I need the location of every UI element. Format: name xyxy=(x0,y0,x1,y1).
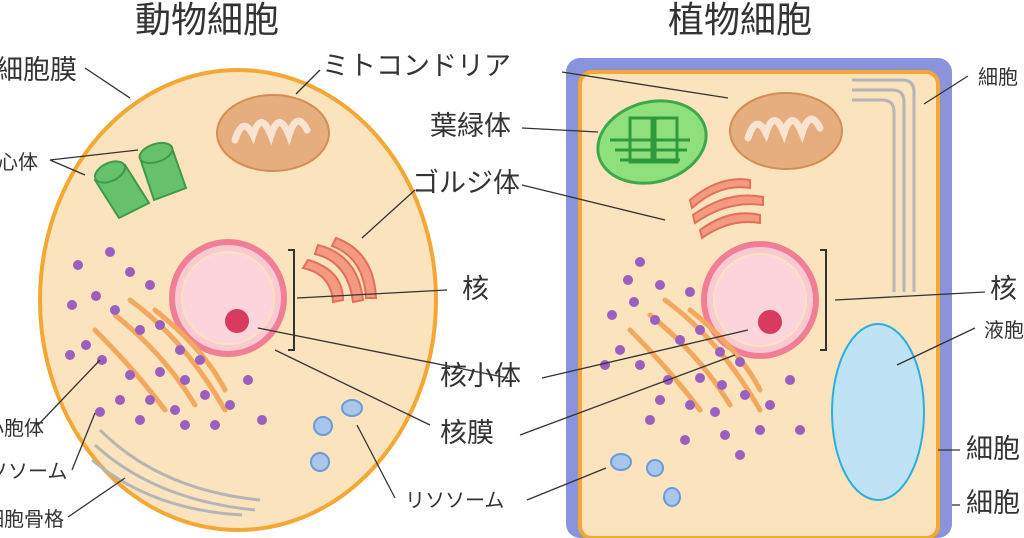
label-plant-bottom-2: 細胞 xyxy=(966,488,1020,519)
mitochondria-animal xyxy=(216,94,330,172)
label-lysosome: リソソーム xyxy=(405,488,505,512)
ribosome-dot xyxy=(155,367,165,377)
nucleus-plant xyxy=(701,241,819,359)
ribosome-dot xyxy=(95,407,105,417)
ribosome-dot xyxy=(125,370,135,380)
ribosomes-animal xyxy=(65,247,267,430)
ribosome-dot xyxy=(710,407,720,417)
ribosome-dot xyxy=(200,390,210,400)
ribosome-dot xyxy=(110,305,120,315)
ribosome-dot xyxy=(170,405,180,415)
title-plant-cell: 植物細胞 xyxy=(668,0,813,41)
ribosome-dot xyxy=(635,257,645,267)
ribosome-dot xyxy=(135,325,145,335)
ribosome-dot xyxy=(715,347,725,357)
ribosome-dot xyxy=(765,400,775,410)
ribosome-dot xyxy=(650,315,660,325)
centrosome xyxy=(93,141,188,220)
ribosome-dot xyxy=(755,425,765,435)
ribosome-dot xyxy=(720,430,730,440)
label-plant-nucleus: 核 xyxy=(990,274,1017,305)
ribosome-dot xyxy=(645,415,655,425)
ribosome-dot xyxy=(629,297,639,307)
lysosome-plant xyxy=(610,453,681,507)
ribosome-dot xyxy=(180,375,190,385)
ribosome-dot xyxy=(600,360,610,370)
label-nuclear-membrane: 核膜 xyxy=(440,418,494,449)
leader-lines xyxy=(37,67,986,518)
mitochondria-plant xyxy=(729,92,843,170)
ribosome-dot xyxy=(735,357,745,367)
er-plant xyxy=(627,297,763,413)
ribosome-dot xyxy=(635,360,645,370)
label-chloroplast: 葉緑体 xyxy=(430,111,511,142)
ribosome-dot xyxy=(257,415,267,425)
ribosome-dot xyxy=(740,390,750,400)
ribosome-dot xyxy=(65,350,75,360)
ribosome-dot xyxy=(155,320,165,330)
cytoskeleton-animal xyxy=(91,428,261,517)
ribosome-dot xyxy=(623,275,633,285)
ribosome-dot xyxy=(717,380,727,390)
nucleus-animal xyxy=(169,239,287,357)
ribosome-dot xyxy=(680,435,690,445)
label-golgi: ゴルジ体 xyxy=(412,168,520,199)
vacuole xyxy=(831,323,925,501)
ribosome-dot xyxy=(81,340,91,350)
ribosome-dot xyxy=(685,400,695,410)
ribosome-dot xyxy=(607,310,617,320)
ribosome-dot xyxy=(105,247,115,257)
label-cell-membrane: 細胞膜 xyxy=(0,55,77,86)
label-plant-top-right: 細胞 xyxy=(978,65,1018,89)
ribosome-dot xyxy=(175,345,185,355)
label-centrosome: 中心体 xyxy=(0,150,38,174)
label-er: 小胞体 xyxy=(0,416,44,440)
ribosome-dot xyxy=(655,280,665,290)
label-vacuole: 液胞 xyxy=(984,318,1024,342)
label-plant-bottom-1: 細胞 xyxy=(966,434,1020,465)
golgi-animal xyxy=(301,236,378,304)
ribosomes-plant xyxy=(600,257,805,460)
ribosome-dot xyxy=(695,325,705,335)
golgi-plant xyxy=(688,178,764,240)
ribosome-dot xyxy=(180,420,190,430)
ribosome-dot xyxy=(145,395,155,405)
ribosome-dot xyxy=(97,355,107,365)
ribosome-dot xyxy=(125,267,135,277)
label-cytoskeleton: 細胞骨格 xyxy=(0,507,64,531)
ribosome-dot xyxy=(615,345,625,355)
label-nucleus: 核 xyxy=(462,274,489,305)
lysosome-animal xyxy=(310,399,363,472)
ribosome-dot xyxy=(91,291,101,301)
ribosome-dot xyxy=(785,375,795,385)
ribosome-dot xyxy=(210,420,220,430)
chloroplast xyxy=(596,99,708,185)
ribosome-dot xyxy=(795,425,805,435)
ribosome-dot xyxy=(67,300,77,310)
ribosome-dot xyxy=(695,373,705,383)
ribosome-dot xyxy=(243,375,253,385)
ribosome-dot xyxy=(655,395,665,405)
ribosome-dot xyxy=(195,355,205,365)
ribosome-dot xyxy=(225,400,235,410)
ribosome-dot xyxy=(685,287,695,297)
ribosome-dot xyxy=(73,260,83,270)
title-animal-cell: 動物細胞 xyxy=(135,0,280,41)
ribosome-dot xyxy=(135,415,145,425)
ribosome-dot xyxy=(675,335,685,345)
label-mitochondria: ミトコンドリア xyxy=(322,51,511,82)
ribosome-dot xyxy=(145,280,155,290)
ribosome-dot xyxy=(735,450,745,460)
ribosome-dot xyxy=(115,395,125,405)
label-nucleolus: 核小体 xyxy=(440,361,521,392)
label-lysosome-left: リソソーム xyxy=(0,459,68,483)
cytoskeleton-plant xyxy=(852,78,916,292)
